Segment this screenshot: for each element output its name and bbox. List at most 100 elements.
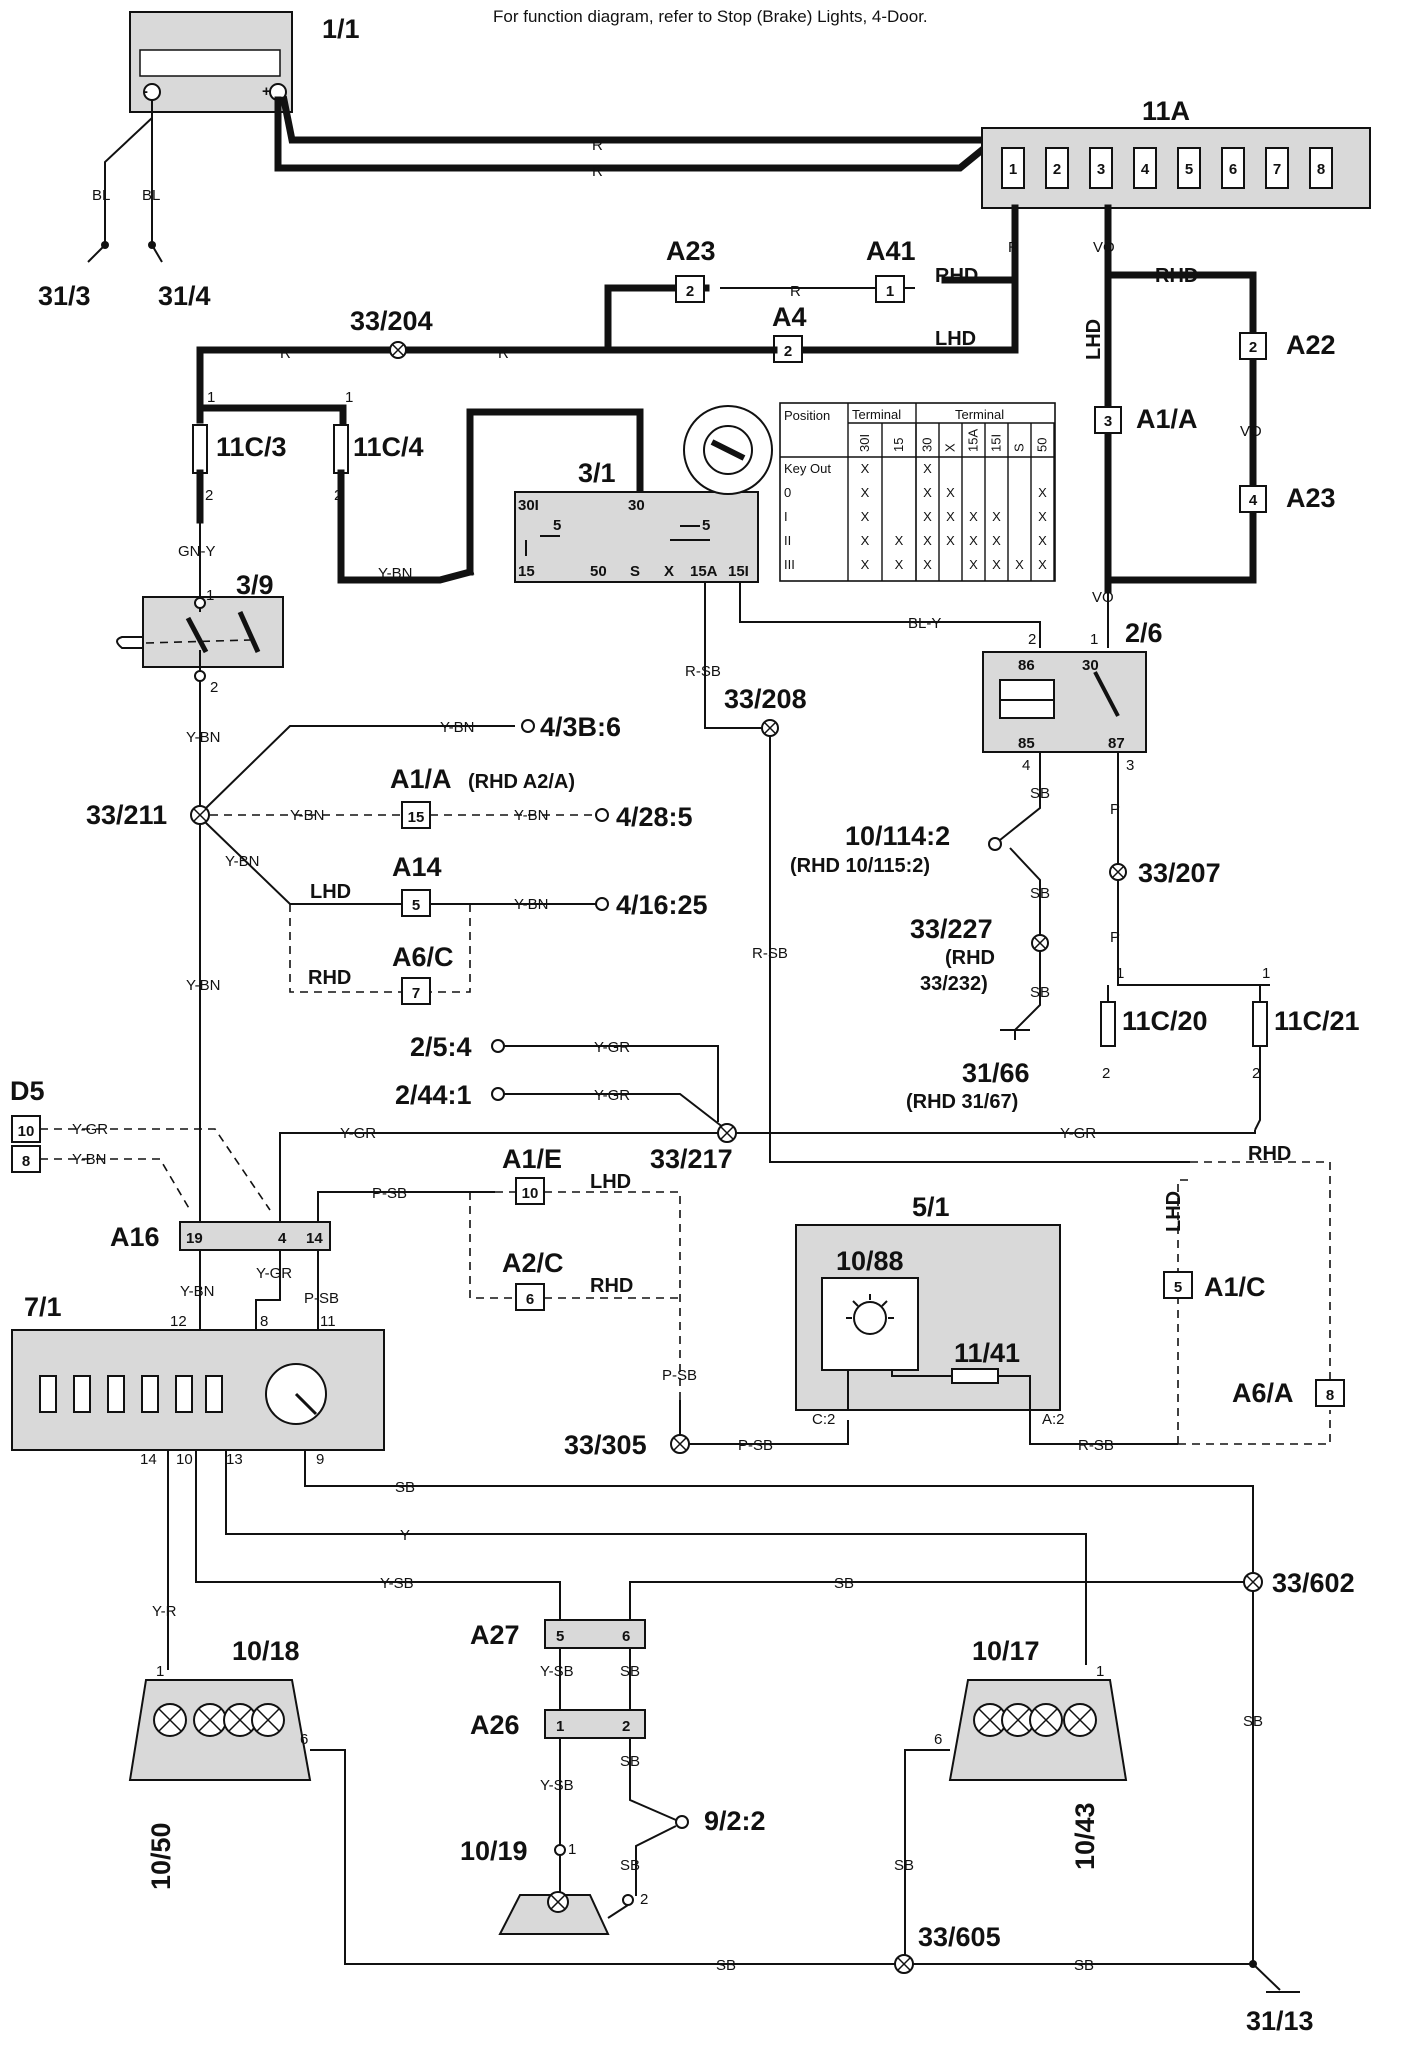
svg-text:5: 5	[553, 517, 561, 534]
svg-text:SB: SB	[1074, 1957, 1094, 1974]
fuse-11C-21	[1252, 1001, 1268, 1047]
position-mark: X	[861, 509, 870, 524]
position-mark: X	[861, 557, 870, 572]
svg-text:3/1: 3/1	[578, 458, 616, 488]
position-mark: X	[861, 461, 870, 476]
svg-text:2/5:4: 2/5:4	[410, 1032, 472, 1062]
svg-text:A16: A16	[110, 1222, 160, 1252]
position-mark: X	[946, 485, 955, 500]
ignition-key-icon	[683, 405, 773, 495]
tail-light-10-17	[948, 1679, 1128, 1781]
position-mark: X	[1038, 485, 1047, 500]
label-11A: 11A	[1142, 96, 1190, 126]
position-label: III	[784, 557, 795, 572]
svg-text:BL-Y: BL-Y	[908, 615, 941, 632]
svg-text:2: 2	[205, 487, 213, 504]
svg-text:SB: SB	[620, 1753, 640, 1770]
position-mark: X	[923, 509, 932, 524]
fuse-4	[1133, 147, 1157, 189]
svg-text:Y-GR: Y-GR	[594, 1087, 630, 1104]
position-mark: X	[969, 533, 978, 548]
svg-text:Y-BN: Y-BN	[378, 565, 412, 582]
svg-text:A26: A26	[470, 1710, 520, 1740]
svg-text:Y-GR: Y-GR	[256, 1265, 292, 1282]
svg-text:LHD: LHD	[590, 1171, 631, 1193]
ground-31-3: 31/3	[38, 281, 91, 311]
svg-text:LHD: LHD	[1083, 319, 1105, 360]
svg-text:P: P	[1110, 929, 1120, 946]
svg-text:11C/3: 11C/3	[216, 432, 287, 462]
svg-text:6: 6	[300, 1731, 308, 1748]
svg-text:85: 85	[1018, 735, 1035, 752]
position-mark: X	[1038, 509, 1047, 524]
ground-31-13: 31/13	[1246, 2006, 1314, 2036]
svg-text:R-SB: R-SB	[1078, 1437, 1114, 1454]
svg-text:RHD: RHD	[590, 1275, 633, 1297]
svg-text:R: R	[790, 283, 801, 300]
position-label: 0	[784, 485, 791, 500]
svg-text:15: 15	[518, 563, 535, 580]
svg-text:10/43: 10/43	[1070, 1802, 1100, 1870]
svg-text:9: 9	[316, 1451, 324, 1468]
svg-text:33/211: 33/211	[86, 800, 167, 830]
svg-text:RHD: RHD	[1248, 1143, 1291, 1165]
position-mark: X	[992, 557, 1001, 572]
module-element	[107, 1375, 125, 1413]
svg-text:33/208: 33/208	[724, 684, 807, 714]
svg-text:(RHD 10/115:2): (RHD 10/115:2)	[790, 855, 930, 877]
connector-A22	[1239, 332, 1267, 360]
svg-text:1: 1	[556, 1718, 564, 1735]
fuse-number: 1	[1009, 161, 1017, 178]
svg-text:A23: A23	[666, 236, 716, 266]
warning-lamp-icon	[846, 1294, 894, 1335]
svg-text:1: 1	[1090, 631, 1098, 648]
svg-text:R-SB: R-SB	[685, 663, 721, 680]
svg-text:R: R	[592, 163, 603, 180]
svg-text:R: R	[280, 345, 291, 362]
connector-A16	[179, 1221, 331, 1251]
svg-text:VO: VO	[1240, 423, 1262, 440]
resistor-11-41	[951, 1368, 999, 1384]
svg-text:2: 2	[686, 283, 694, 300]
svg-text:SB: SB	[620, 1857, 640, 1874]
position-mark: X	[895, 533, 904, 548]
svg-text:BL: BL	[92, 187, 110, 204]
svg-text:(RHD: (RHD	[945, 947, 995, 969]
svg-text:X: X	[664, 563, 674, 580]
svg-text:2: 2	[622, 1718, 630, 1735]
svg-text:33/232): 33/232)	[920, 973, 988, 995]
connector-A23-top	[675, 275, 705, 303]
position-mark: X	[923, 485, 932, 500]
svg-text:1: 1	[345, 389, 353, 406]
svg-text:1: 1	[1262, 965, 1270, 982]
svg-text:LHD: LHD	[310, 881, 351, 903]
svg-text:4: 4	[278, 1230, 287, 1247]
fuse-box-11A	[981, 127, 1371, 209]
position-label: I	[784, 509, 788, 524]
svg-text:Y-BN: Y-BN	[514, 807, 548, 824]
svg-text:Y-GR: Y-GR	[594, 1039, 630, 1056]
svg-text:15A: 15A	[690, 563, 718, 580]
svg-text:5: 5	[1174, 1279, 1182, 1296]
brake-switch-3-9	[142, 596, 284, 668]
svg-text:10: 10	[522, 1185, 539, 1202]
svg-text:SB: SB	[894, 1857, 914, 1874]
svg-text:SB: SB	[1030, 785, 1050, 802]
svg-text:7/1: 7/1	[24, 1292, 62, 1322]
fuse-number: 6	[1229, 161, 1237, 178]
svg-text:-: -	[143, 83, 148, 100]
svg-text:SB: SB	[716, 1957, 736, 1974]
svg-text:4/28:5: 4/28:5	[616, 802, 693, 832]
svg-text:R: R	[1008, 239, 1019, 256]
svg-text:15: 15	[408, 809, 425, 826]
svg-text:33/602: 33/602	[1272, 1568, 1355, 1598]
position-mark: X	[1015, 557, 1024, 572]
svg-text:Position: Position	[784, 408, 830, 423]
svg-text:VO: VO	[1092, 589, 1114, 606]
label-1-1: 1/1	[322, 14, 360, 44]
svg-text:6: 6	[622, 1628, 630, 1645]
svg-text:33/217: 33/217	[650, 1144, 733, 1174]
svg-text:30I: 30I	[518, 497, 539, 514]
